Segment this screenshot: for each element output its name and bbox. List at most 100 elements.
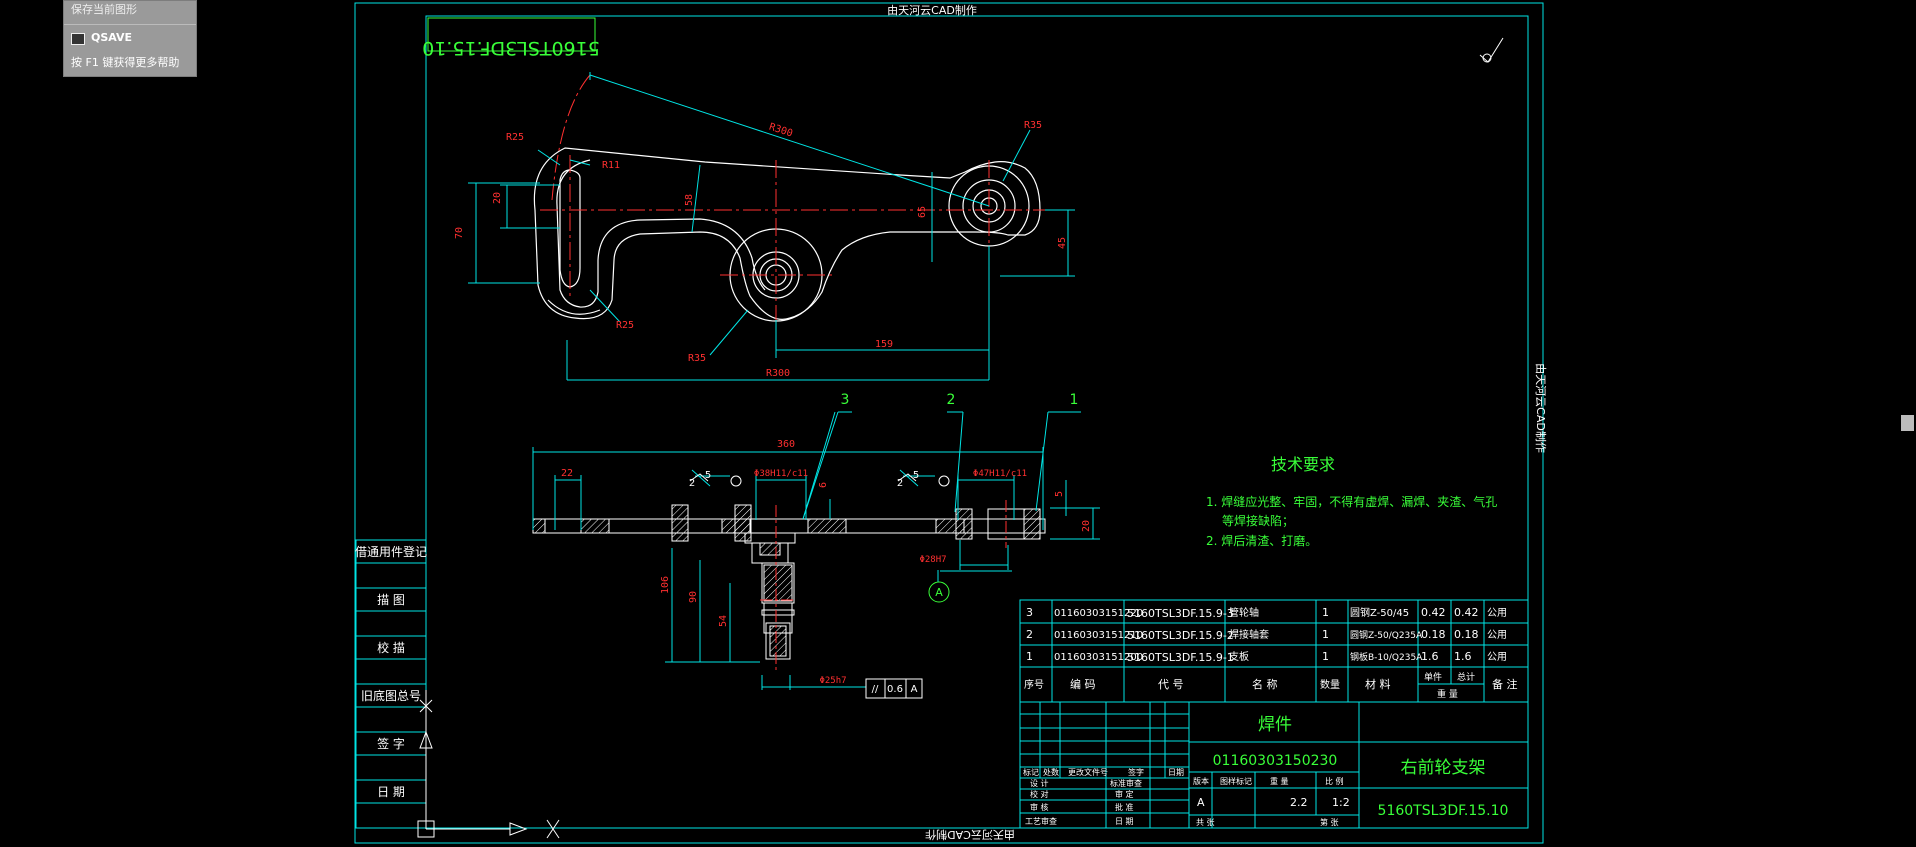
tb-review: 审 核 bbox=[1030, 802, 1049, 812]
drawing-frame bbox=[354, 2, 1544, 844]
bom-row1-material: 钢板B-10/Q235A bbox=[1350, 651, 1423, 663]
title-block-grid bbox=[1019, 701, 1529, 829]
dim-fit3: Φ28H7 bbox=[919, 555, 946, 565]
frame-bottom-label: 由天河云CAD制作 bbox=[925, 828, 1015, 842]
bom-header-unit: 单件 bbox=[1424, 671, 1442, 683]
roughness-symbol bbox=[1479, 37, 1504, 63]
balloon-1: 1 bbox=[1070, 392, 1079, 408]
tb-rev-mark: 标记 bbox=[1023, 767, 1039, 777]
stamp-text: 5160TSL3DF.15.10 bbox=[422, 37, 600, 59]
bom-row2-qty: 1 bbox=[1322, 628, 1329, 641]
dim-20b: 20 bbox=[1081, 520, 1092, 532]
bom-row2-name: 焊接轴套 bbox=[1229, 628, 1269, 641]
bom-row1-remark: 公用 bbox=[1487, 652, 1507, 663]
section-dimensions bbox=[532, 411, 1100, 690]
tb-sheets: 共 张 bbox=[1196, 818, 1215, 827]
tb-scale-value: 1:2 bbox=[1332, 796, 1350, 809]
dim-20: 20 bbox=[492, 192, 503, 204]
tb-proof: 校 对 bbox=[1030, 789, 1049, 799]
dim-65: 65 bbox=[917, 206, 928, 218]
tb-ver: 版本 bbox=[1193, 776, 1209, 786]
tb-part-name: 右前轮支架 bbox=[1401, 758, 1486, 778]
tolerance-frame bbox=[865, 678, 923, 699]
notes-line1: 1. 焊缝应光整、牢固，不得有虚焊、漏焊、夹渣、气孔 bbox=[1206, 494, 1497, 509]
weld-2a: 2 bbox=[689, 478, 695, 489]
tooltip-help: 按 F1 键获得更多帮助 bbox=[71, 56, 180, 69]
top-view-dimensions bbox=[468, 72, 1075, 381]
tb-part-code: 01160303150230 bbox=[1213, 753, 1338, 769]
dim-r300-arc: R300 bbox=[768, 122, 794, 140]
dim-r300-horiz: R300 bbox=[766, 368, 790, 379]
left-signature-column bbox=[355, 539, 427, 829]
tb-scale: 比 例 bbox=[1325, 776, 1344, 786]
bom-row3-no: 3 bbox=[1026, 606, 1033, 619]
tb-ver-value: A bbox=[1197, 796, 1205, 809]
bom-row3-code: 01160303151220 bbox=[1054, 608, 1143, 619]
tb-type: 焊件 bbox=[1258, 715, 1292, 735]
section-centers bbox=[760, 500, 1007, 670]
datum-circle bbox=[928, 581, 950, 603]
weld-5b: 5 bbox=[913, 470, 919, 481]
tb-weight: 重 量 bbox=[1270, 776, 1289, 786]
tb-rev-doc: 更改文件号 bbox=[1068, 767, 1108, 777]
tol-datum: A bbox=[911, 684, 918, 695]
bom-row1-code: 01160303151200 bbox=[1054, 652, 1143, 663]
frame-right-label: 由天河云CAD制作 bbox=[1534, 363, 1548, 453]
command-tooltip: 保存当前图形 QSAVE 按 F1 键获得更多帮助 bbox=[63, 0, 197, 77]
dim-r11: R11 bbox=[602, 160, 620, 171]
bom-row3-material: 圆钢Z-50/45 bbox=[1350, 606, 1409, 619]
left-col-6: 日 期 bbox=[377, 785, 405, 799]
dim-360: 360 bbox=[777, 439, 795, 450]
bom-header-no: 序号 bbox=[1024, 678, 1044, 691]
left-col-4: 旧底图总号 bbox=[361, 688, 421, 703]
section-view bbox=[532, 504, 1046, 660]
dim-54: 54 bbox=[718, 615, 729, 627]
left-col-3: 校 描 bbox=[377, 640, 405, 655]
balloon-2: 2 bbox=[947, 392, 956, 408]
bom-row2-total: 0.18 bbox=[1454, 628, 1479, 641]
bom-row2-no: 2 bbox=[1026, 628, 1033, 641]
datum-circle-label: A bbox=[935, 586, 943, 599]
dim-r35-bottom: R35 bbox=[688, 353, 706, 364]
bom-row1-name: 支板 bbox=[1229, 650, 1249, 663]
bom-row3-name: 管轮轴 bbox=[1229, 606, 1259, 619]
balloon-3: 3 bbox=[841, 392, 850, 408]
tb-rev-sign: 签字 bbox=[1128, 767, 1144, 777]
dim-6: 6 bbox=[818, 482, 829, 488]
tb-stage: 图样标记 bbox=[1220, 776, 1252, 786]
save-icon bbox=[71, 33, 85, 45]
tooltip-separator bbox=[64, 24, 196, 25]
bom-header-material: 材 料 bbox=[1365, 677, 1391, 691]
scrollbar-thumb[interactable] bbox=[1901, 415, 1914, 431]
tb-weight-value: 2.2 bbox=[1290, 796, 1308, 809]
bom-row2-unit: 0.18 bbox=[1421, 628, 1446, 641]
dim-r25-top: R25 bbox=[506, 132, 524, 143]
tol-symbol: // bbox=[872, 684, 879, 695]
center-lines bbox=[540, 74, 1050, 335]
ucs-icon bbox=[417, 690, 560, 839]
bom-row3-total: 0.42 bbox=[1454, 606, 1479, 619]
weld-symbols bbox=[689, 473, 950, 487]
dim-159: 159 bbox=[875, 339, 893, 350]
bom-header-drawing: 代 号 bbox=[1158, 678, 1184, 691]
notes-title: 技术要求 bbox=[1271, 455, 1335, 474]
bom-header-total: 总计 bbox=[1457, 671, 1475, 683]
tb-rev-count: 处数 bbox=[1043, 767, 1059, 777]
dim-70: 70 bbox=[454, 227, 465, 239]
weld-5a: 5 bbox=[705, 470, 711, 481]
tb-std-review: 标准审查 bbox=[1110, 778, 1142, 788]
bom-row3-unit: 0.42 bbox=[1421, 606, 1446, 619]
frame-top-label: 由天河云CAD制作 bbox=[887, 3, 977, 17]
dim-r25-bottom: R25 bbox=[616, 320, 634, 331]
bom-row1-unit: 1.6 bbox=[1421, 650, 1439, 663]
bom-row3-drawing: 5160TSL3DF.15.9-3 bbox=[1127, 607, 1234, 620]
bom-row1-total: 1.6 bbox=[1454, 650, 1472, 663]
tooltip-command: QSAVE bbox=[71, 31, 132, 44]
bom-header-name: 名 称 bbox=[1252, 677, 1278, 691]
dim-106: 106 bbox=[660, 576, 671, 594]
tb-sheet: 第 张 bbox=[1320, 817, 1339, 827]
bom-row3-remark: 公用 bbox=[1487, 608, 1507, 619]
tol-value: 0.6 bbox=[887, 684, 903, 695]
bom-row2-drawing: 5160TSL3DF.15.9-2 bbox=[1127, 629, 1234, 642]
